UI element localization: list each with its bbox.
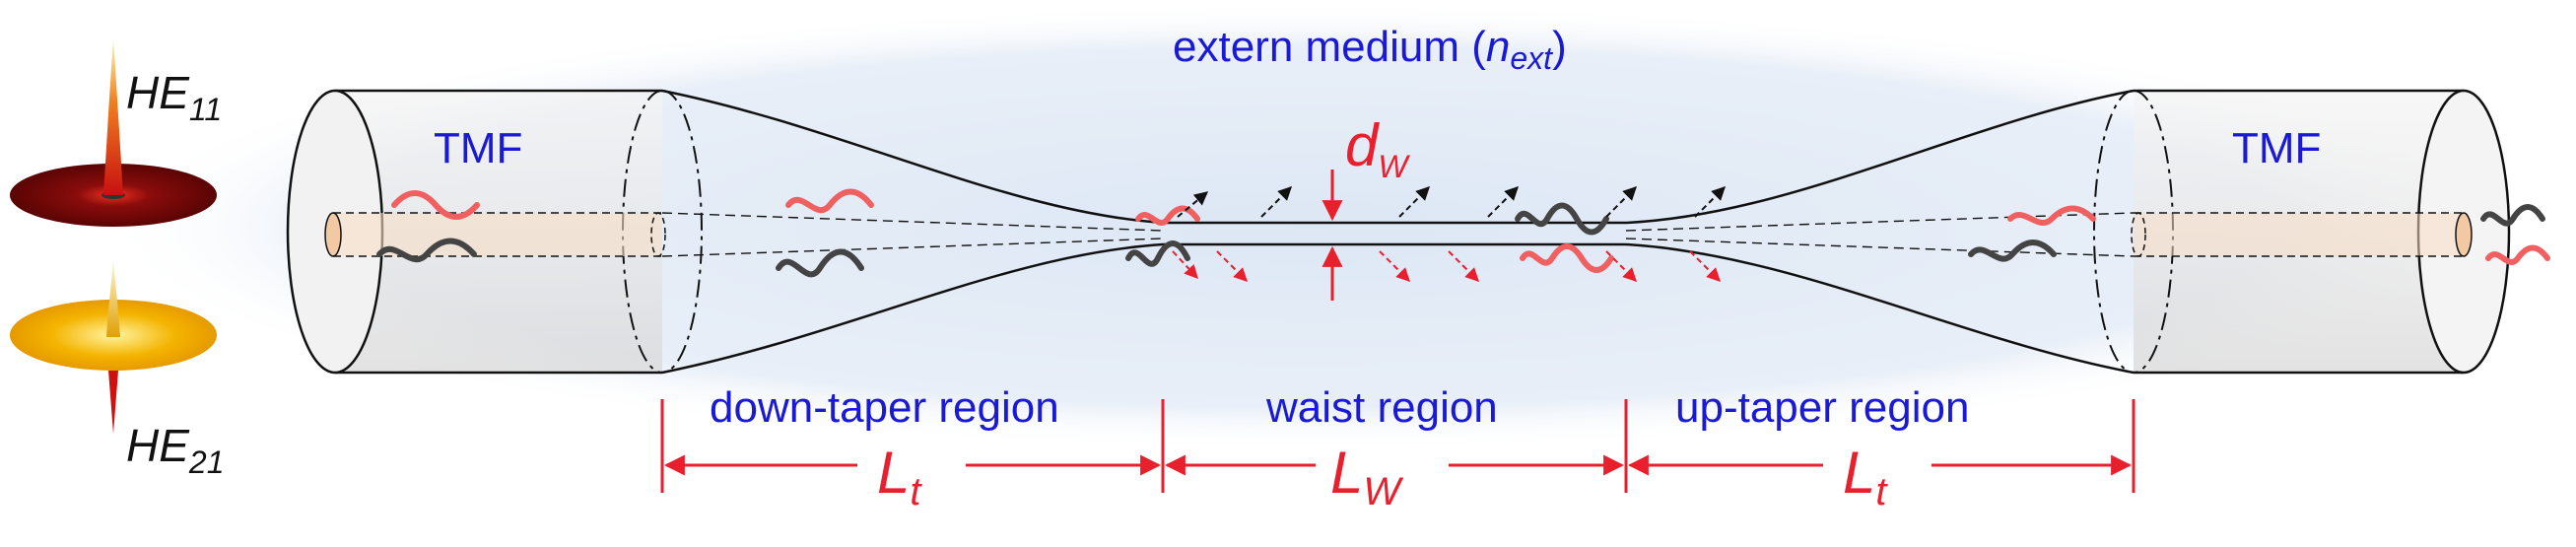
waist-diameter-label: dW: [1345, 112, 1410, 184]
waist-region-label: waist region: [1265, 383, 1498, 432]
evanescent-field-arrows: [1172, 186, 1726, 282]
mode-icon-he11: [10, 39, 217, 227]
tmf-left-label: TMF: [434, 124, 522, 172]
mode-waves: [376, 188, 2550, 278]
tmf-right-label: TMF: [2232, 124, 2321, 172]
down-taper-region-label: down-taper region: [710, 383, 1059, 432]
extern-medium-region: [99, 2, 2523, 451]
mode-icon-he21: [10, 258, 217, 434]
left-tmf-cylinder: [286, 89, 703, 375]
extern-medium-label: extern medium (next): [1173, 23, 1567, 76]
right-tmf-cylinder: [2093, 89, 2511, 375]
mode-label-he11: HE11: [126, 67, 222, 127]
lw-label: LW: [1330, 440, 1403, 513]
up-taper-region-label: up-taper region: [1675, 383, 1969, 432]
region-dividers: [660, 399, 2135, 493]
taper-outline: [661, 89, 2135, 375]
lt-right-label: Lt: [1843, 440, 1888, 513]
mode-label-he21: HE21: [126, 420, 225, 480]
lt-left-label: Lt: [877, 440, 922, 513]
